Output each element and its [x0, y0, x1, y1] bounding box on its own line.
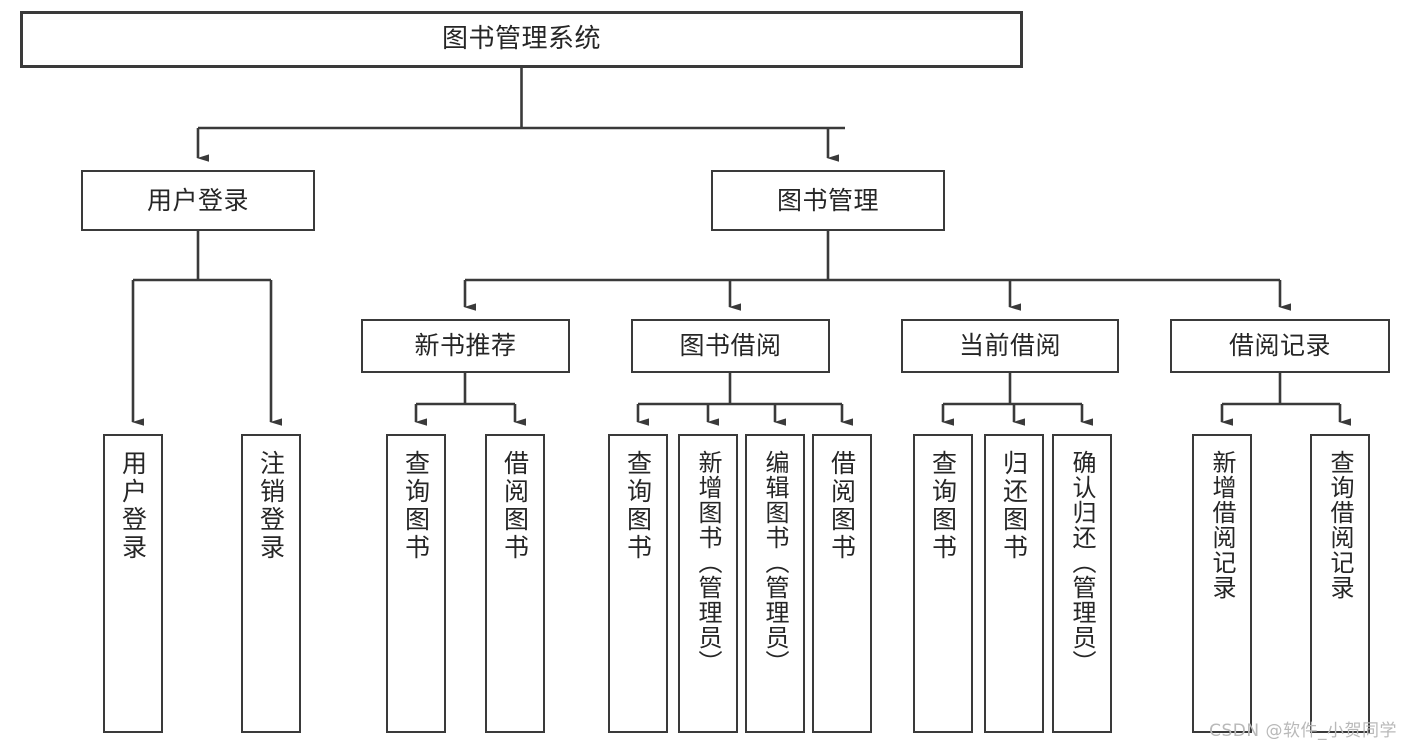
leaf-user-login[interactable]: 用户登录 — [103, 434, 163, 733]
leaf-edit-book-admin[interactable]: 编辑图书（管理员） — [745, 434, 805, 733]
leaf-logout-label: 注销登录 — [256, 450, 286, 562]
leaf-borrow-books-recommend[interactable]: 借阅图书 — [485, 434, 545, 733]
node-borrow-records[interactable]: 借阅记录 — [1170, 319, 1390, 373]
node-current-borrow[interactable]: 当前借阅 — [901, 319, 1119, 373]
leaf-borrow-books-recommend-label: 借阅图书 — [500, 450, 530, 562]
leaf-edit-book-admin-label: 编辑图书（管理员） — [761, 450, 789, 675]
node-new-book-recommend-label: 新书推荐 — [414, 331, 517, 361]
csdn-watermark: CSDN @软件_小贺同学 — [1209, 721, 1397, 741]
leaf-query-borrow-record-label: 查询借阅记录 — [1326, 450, 1354, 600]
node-root[interactable]: 图书管理系统 — [20, 11, 1023, 68]
node-book-management-label: 图书管理 — [776, 185, 879, 215]
node-new-book-recommend[interactable]: 新书推荐 — [361, 319, 570, 373]
leaf-query-books-current[interactable]: 查询图书 — [913, 434, 973, 733]
node-borrow-records-label: 借阅记录 — [1228, 331, 1331, 361]
node-book-management[interactable]: 图书管理 — [711, 170, 945, 231]
leaf-confirm-return-admin[interactable]: 确认归还（管理员） — [1052, 434, 1112, 733]
node-user-login[interactable]: 用户登录 — [81, 170, 315, 231]
node-book-borrow-label: 图书借阅 — [679, 331, 782, 361]
leaf-query-books-recommend[interactable]: 查询图书 — [386, 434, 446, 733]
leaf-borrow-books-label: 借阅图书 — [827, 450, 857, 562]
leaf-query-borrow-record[interactable]: 查询借阅记录 — [1310, 434, 1370, 733]
node-book-borrow[interactable]: 图书借阅 — [631, 319, 830, 373]
leaf-query-books-recommend-label: 查询图书 — [401, 450, 431, 562]
leaf-return-books-label: 归还图书 — [999, 450, 1029, 562]
node-user-login-label: 用户登录 — [146, 185, 249, 215]
node-root-label: 图书管理系统 — [441, 24, 601, 55]
leaf-logout[interactable]: 注销登录 — [241, 434, 301, 733]
leaf-user-login-label: 用户登录 — [118, 450, 148, 562]
leaf-add-book-admin-label: 新增图书（管理员） — [694, 450, 722, 675]
leaf-add-borrow-record-label: 新增借阅记录 — [1208, 450, 1236, 600]
node-current-borrow-label: 当前借阅 — [958, 331, 1061, 361]
leaf-confirm-return-admin-label: 确认归还（管理员） — [1068, 450, 1096, 675]
leaf-add-book-admin[interactable]: 新增图书（管理员） — [678, 434, 738, 733]
leaf-query-books-borrow-label: 查询图书 — [623, 450, 653, 562]
leaf-query-books-current-label: 查询图书 — [928, 450, 958, 562]
leaf-query-books-borrow[interactable]: 查询图书 — [608, 434, 668, 733]
leaf-return-books[interactable]: 归还图书 — [984, 434, 1044, 733]
leaf-add-borrow-record[interactable]: 新增借阅记录 — [1192, 434, 1252, 733]
leaf-borrow-books[interactable]: 借阅图书 — [812, 434, 872, 733]
